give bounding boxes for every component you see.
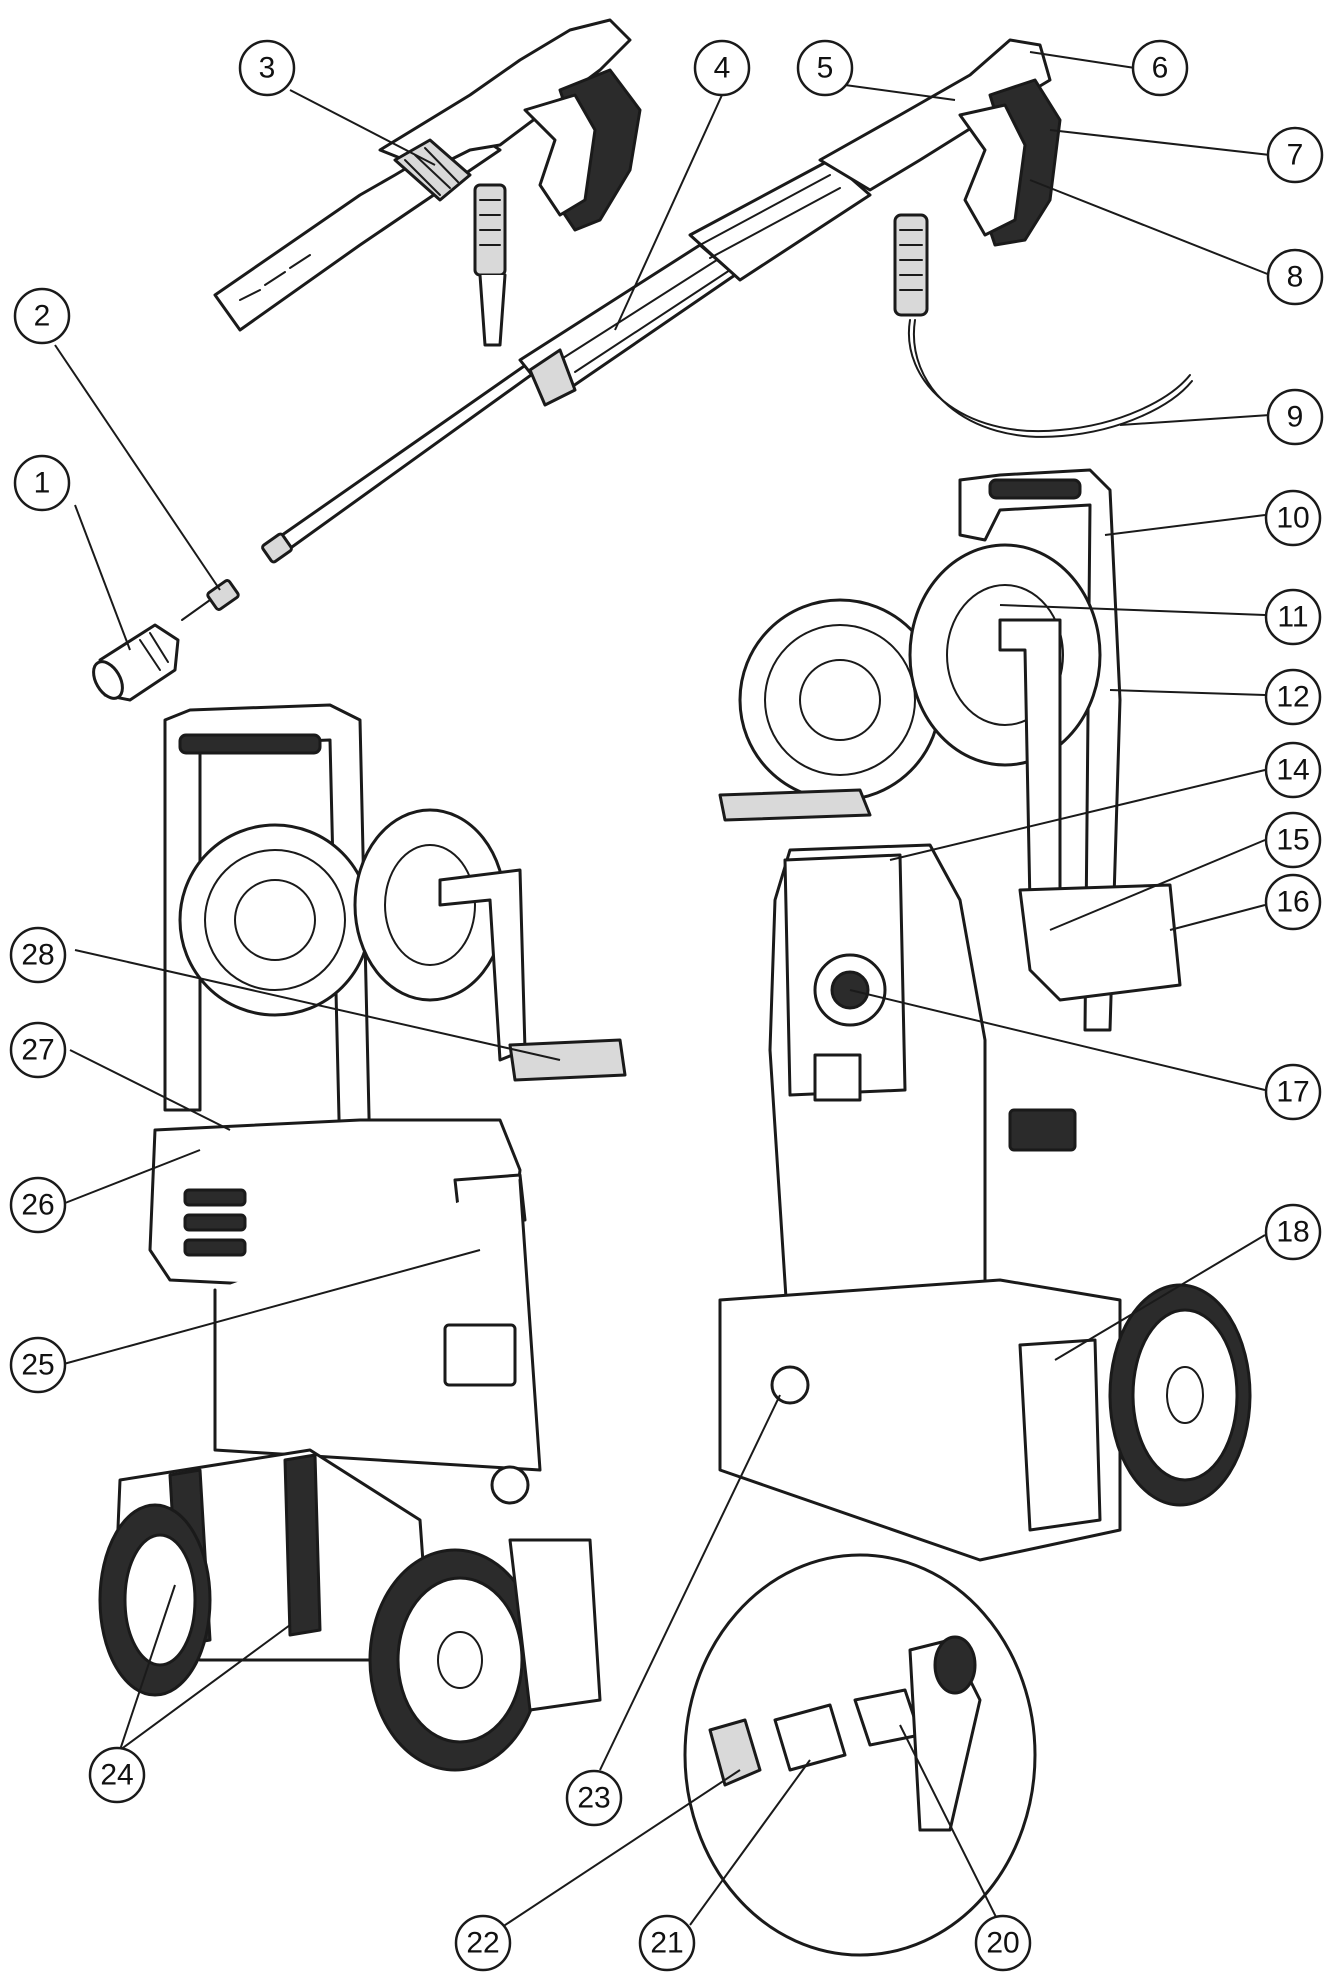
pressure-washer-front-illustration	[718, 468, 1252, 1562]
callout-label: 22	[466, 1927, 499, 1960]
callout-27: 27	[9, 1021, 67, 1079]
spray-gun-detail-illustration	[213, 18, 642, 347]
pressure-washer-rear-illustration	[98, 703, 627, 1772]
callout-16: 16	[1264, 873, 1322, 931]
callout-label: 25	[21, 1349, 54, 1382]
callout-label: 23	[577, 1782, 610, 1815]
callout-14: 14	[1264, 741, 1322, 799]
callout-label: 11	[1277, 601, 1308, 634]
callout-3: 3	[238, 39, 296, 97]
callout-23: 23	[565, 1769, 623, 1827]
callout-label: 7	[1287, 139, 1304, 172]
callout-18: 18	[1264, 1203, 1322, 1261]
callout-21: 21	[638, 1914, 696, 1972]
callout-17: 17	[1264, 1063, 1322, 1121]
callout-label: 4	[714, 52, 731, 85]
callout-label: 28	[21, 939, 54, 972]
callout-label: 15	[1276, 824, 1309, 857]
callout-label: 3	[259, 52, 276, 85]
callout-10: 10	[1264, 489, 1322, 547]
callout-label: 17	[1276, 1076, 1309, 1109]
callout-label: 16	[1276, 886, 1309, 919]
callout-label: 21	[650, 1927, 683, 1960]
callout-label: 12	[1276, 681, 1309, 714]
callout-label: 27	[21, 1034, 54, 1067]
callout-28: 28	[9, 926, 67, 984]
callout-9: 9	[1266, 388, 1324, 446]
callout-11: 11	[1264, 588, 1322, 646]
callout-26: 26	[9, 1176, 67, 1234]
callout-24: 24	[88, 1746, 146, 1804]
callout-label: 24	[100, 1759, 133, 1792]
callout-6: 6	[1131, 39, 1189, 97]
callout-label: 26	[21, 1189, 54, 1222]
callout-label: 10	[1276, 502, 1309, 535]
spray-gun-lance-illustration	[261, 38, 1193, 564]
callout-20: 20	[974, 1914, 1032, 1972]
callout-25: 25	[9, 1336, 67, 1394]
callout-12: 12	[1264, 668, 1322, 726]
callout-2: 2	[13, 287, 71, 345]
callout-label: 5	[817, 52, 834, 85]
callout-15: 15	[1264, 811, 1322, 869]
callout-label: 18	[1276, 1216, 1309, 1249]
callout-8: 8	[1266, 248, 1324, 306]
callout-1: 1	[13, 454, 71, 512]
callout-22: 22	[454, 1914, 512, 1972]
nozzle-parts-illustration	[92, 579, 240, 702]
callout-label: 8	[1287, 261, 1304, 294]
callout-label: 2	[34, 300, 51, 333]
callout-label: 14	[1276, 754, 1309, 787]
callout-label: 1	[34, 467, 51, 500]
callout-label: 9	[1287, 401, 1304, 434]
inlet-connector-zoom-illustration	[683, 1553, 1037, 1957]
leader-lines	[54, 51, 1271, 1936]
callout-label: 6	[1152, 52, 1169, 85]
callout-label: 20	[986, 1927, 1019, 1960]
callout-7: 7	[1266, 126, 1324, 184]
callout-4: 4	[693, 39, 751, 97]
callout-5: 5	[796, 39, 854, 97]
